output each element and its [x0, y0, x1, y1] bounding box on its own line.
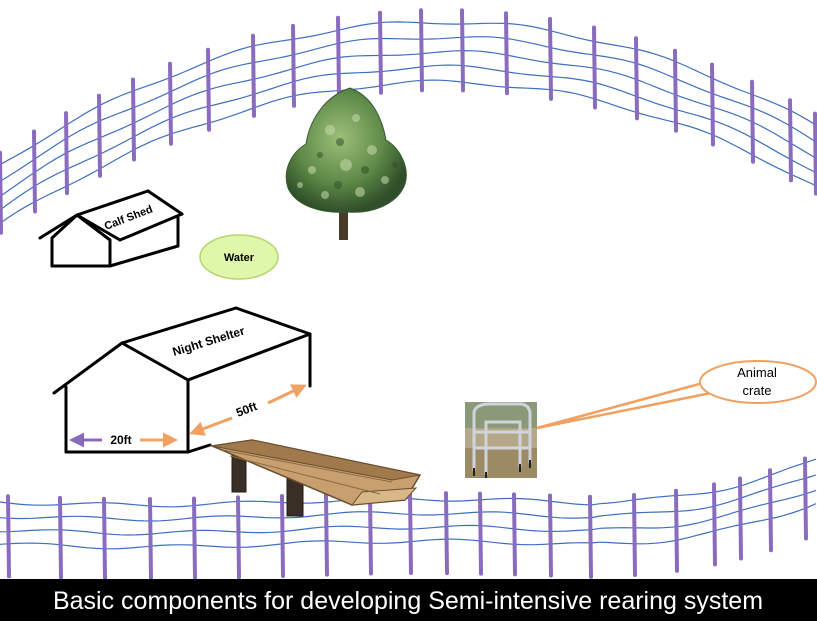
top-fence-post — [32, 129, 37, 214]
bottom-fence-post — [368, 491, 373, 576]
bottom-fence-post — [803, 456, 808, 541]
bottom-fence-post — [280, 494, 285, 578]
top-fence-post — [378, 10, 383, 95]
animal-crate-callout: Animal crate — [536, 360, 817, 430]
top-fence-post — [251, 33, 256, 118]
feeding-trough-image — [209, 439, 422, 517]
bottom-fence-post — [548, 493, 553, 578]
top-fence-post — [634, 36, 639, 121]
bottom-fence-posts — [6, 456, 808, 581]
length-arrow-left — [189, 416, 233, 436]
top-fence-post — [419, 8, 424, 93]
top-fence-post — [131, 77, 136, 162]
bottom-fence-post — [236, 495, 241, 580]
top-fence-post — [168, 61, 173, 146]
bottom-fence-wires — [0, 458, 817, 550]
calf-shed: Calf Shed — [38, 189, 184, 268]
top-fence-post — [750, 79, 755, 164]
bottom-fence-post — [674, 488, 679, 573]
bottom-fence-post — [444, 491, 449, 576]
top-fence-wire — [0, 49, 817, 197]
bottom-fence-post — [512, 492, 517, 577]
water-label: Water — [224, 252, 255, 264]
bottom-fence-wire — [0, 458, 817, 508]
bottom-fence-post — [478, 491, 483, 576]
bottom-fence — [0, 456, 817, 581]
width-dimension: 20ft — [110, 433, 131, 447]
top-fence-post — [97, 93, 102, 178]
night-shelter: Night Shelter 20ft 50ft — [52, 306, 312, 454]
top-fence-post — [548, 16, 553, 101]
animal-crate-label-line1: Animal — [737, 365, 777, 380]
top-fence-wire — [0, 21, 817, 166]
top-fence-post — [710, 62, 715, 147]
bottom-fence-post — [192, 496, 197, 581]
top-fence-wires — [0, 21, 817, 224]
top-fence-post — [336, 15, 341, 100]
bottom-fence-post — [6, 494, 11, 579]
top-fence-wire — [0, 64, 817, 211]
top-fence-post — [592, 25, 597, 110]
bottom-fence-post — [58, 495, 63, 580]
top-fence-post — [291, 23, 296, 108]
top-fence-post — [504, 11, 509, 96]
top-fence — [0, 8, 817, 235]
bottom-fence-wire — [0, 489, 817, 536]
animal-crate-image — [465, 402, 537, 478]
top-fence-posts — [0, 8, 817, 235]
top-fence-post — [206, 47, 211, 132]
bottom-fence-post — [408, 491, 413, 575]
length-arrow-right — [267, 384, 307, 405]
bottom-fence-post — [632, 493, 637, 577]
night-shelter-label: Night Shelter — [171, 324, 247, 359]
bottom-fence-post — [768, 468, 773, 553]
length-dimension: 50ft — [234, 399, 259, 420]
bottom-fence-post — [588, 494, 593, 579]
bottom-fence-wire — [0, 474, 817, 522]
top-fence-post — [64, 111, 69, 196]
tree-image — [285, 87, 407, 240]
bottom-fence-post — [738, 476, 743, 561]
top-fence-post — [673, 48, 678, 133]
caption-bar: Basic components for developing Semi-int… — [0, 579, 817, 621]
top-fence-wire — [0, 36, 817, 182]
bottom-fence-post — [148, 497, 153, 581]
top-fence-post — [788, 98, 793, 183]
top-fence-post — [813, 111, 817, 196]
bottom-fence-post — [712, 482, 717, 567]
caption-text: Basic components for developing Semi-int… — [53, 587, 763, 615]
top-fence-post — [460, 8, 465, 93]
bottom-fence-post — [102, 496, 107, 581]
bottom-fence-wire — [0, 503, 817, 550]
water-area: Water — [199, 234, 279, 280]
animal-crate-label-line2: crate — [743, 383, 772, 398]
bottom-fence-post — [324, 492, 329, 577]
top-fence-wire — [0, 79, 817, 224]
top-fence-post — [0, 150, 3, 235]
